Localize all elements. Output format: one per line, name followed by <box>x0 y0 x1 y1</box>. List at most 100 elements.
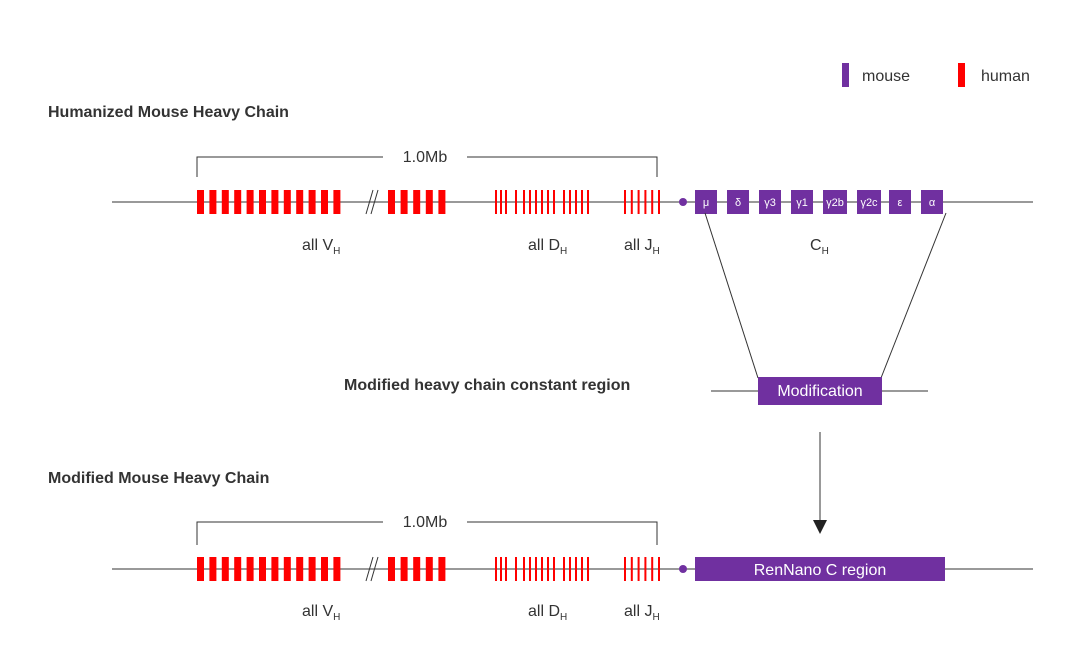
top-d-label: all DH <box>528 237 567 257</box>
d-segment-bar <box>581 190 583 214</box>
bottom-span-label: 1.0Mb <box>403 514 448 531</box>
constant-segment-label: γ2b <box>826 197 844 209</box>
d-segment-bar <box>529 190 531 214</box>
v-segment-bar <box>197 190 204 214</box>
top-d-segments <box>495 190 589 214</box>
d-segment-bar <box>505 190 507 214</box>
v-segment-bar <box>333 557 341 581</box>
d-segment-bar <box>535 190 537 214</box>
d-segment-bar <box>569 557 571 581</box>
top-title: Humanized Mouse Heavy Chain <box>48 104 289 121</box>
legend-mouse-swatch <box>842 63 849 87</box>
constant-segment-label: γ1 <box>796 197 808 209</box>
d-segment-bar <box>575 557 577 581</box>
d-segment-bar <box>500 557 502 581</box>
v-segment-bar <box>388 190 395 214</box>
funnel-left-line <box>704 212 759 379</box>
v-segment-bar <box>221 557 229 581</box>
v-segment-bar <box>271 190 279 214</box>
v-segment-bar <box>400 557 408 581</box>
d-segment-bar <box>563 190 565 214</box>
j-segment-bar <box>658 557 660 581</box>
v-segment-bar <box>296 190 304 214</box>
j-segment-bar <box>630 557 633 581</box>
v-segment-bar <box>234 557 242 581</box>
d-segment-bar <box>523 190 525 214</box>
top-j-label: all JH <box>624 237 660 257</box>
constant-segment-box <box>695 190 717 214</box>
v-segment-bar <box>413 557 421 581</box>
d-segment-bar <box>529 557 531 581</box>
legend-human-swatch <box>958 63 965 87</box>
v-segment-bar <box>333 190 341 214</box>
d-segment-bar <box>553 557 555 581</box>
d-segment-bar <box>523 557 525 581</box>
modification-label: Modification <box>777 383 862 400</box>
d-segment-bar <box>515 557 517 581</box>
bottom-junction-dot <box>679 565 687 573</box>
top-v-segments <box>197 190 341 214</box>
v-segment-bar <box>221 190 229 214</box>
constant-segment-label: μ <box>703 197 709 209</box>
constant-segment-box <box>857 190 881 214</box>
d-segment-bar <box>587 190 589 214</box>
d-segment-bar <box>547 557 549 581</box>
j-segment-bar <box>644 557 647 581</box>
v-segment-bar <box>209 190 217 214</box>
v-segment-bar <box>259 190 266 214</box>
legend-mouse-label: mouse <box>862 68 910 85</box>
down-arrow <box>813 432 827 534</box>
d-segment-bar <box>563 557 565 581</box>
v-segment-bar <box>400 190 408 214</box>
bottom-v-segments <box>197 557 341 581</box>
j-segment-bar <box>651 190 654 214</box>
d-segment-bar <box>541 190 543 214</box>
constant-segment-label: α <box>929 197 936 209</box>
top-j-segments <box>624 190 660 214</box>
v-segment-bar <box>234 190 242 214</box>
v-segment-bar <box>197 557 204 581</box>
v-segment-bar <box>388 557 395 581</box>
bottom-title: Modified Mouse Heavy Chain <box>48 470 269 487</box>
v-segment-bar <box>321 557 328 581</box>
d-segment-bar <box>500 190 502 214</box>
j-segment-bar <box>637 190 640 214</box>
top-break-mark <box>365 189 379 215</box>
top-junction-dot <box>679 198 687 206</box>
d-segment-bar <box>541 557 543 581</box>
bottom-j-label: all JH <box>624 603 660 623</box>
constant-segment-box <box>759 190 781 214</box>
bottom-break-mark <box>365 556 379 582</box>
constant-segment-label: γ3 <box>764 197 776 209</box>
j-segment-bar <box>624 190 626 214</box>
constant-segment-box <box>889 190 911 214</box>
bottom-v-label: all VH <box>302 603 340 623</box>
v-segment-bar <box>283 557 291 581</box>
bottom-span-bracket: 1.0Mb <box>196 514 658 545</box>
constant-segment-label: ε <box>898 197 903 209</box>
v-segment-bar <box>259 557 266 581</box>
v-segment-bar <box>271 557 279 581</box>
d-segment-bar <box>505 557 507 581</box>
d-segment-bar <box>569 190 571 214</box>
j-segment-bar <box>644 190 647 214</box>
middle-title: Modified heavy chain constant region <box>344 377 630 394</box>
top-span-label: 1.0Mb <box>403 149 448 166</box>
v-segment-bar <box>283 190 291 214</box>
v-segment-bar <box>296 557 304 581</box>
j-segment-bar <box>624 557 626 581</box>
v-segment-bar <box>413 190 421 214</box>
constant-segment-box <box>921 190 943 214</box>
v-segment-bar <box>308 557 316 581</box>
j-segment-bar <box>637 557 640 581</box>
modification-box <box>758 377 882 405</box>
bottom-d-segments <box>495 557 589 581</box>
d-segment-bar <box>587 557 589 581</box>
constant-segment-box <box>727 190 749 214</box>
constant-segment-label: δ <box>735 197 741 209</box>
constant-segment-box <box>791 190 813 214</box>
constant-segment-box <box>823 190 847 214</box>
